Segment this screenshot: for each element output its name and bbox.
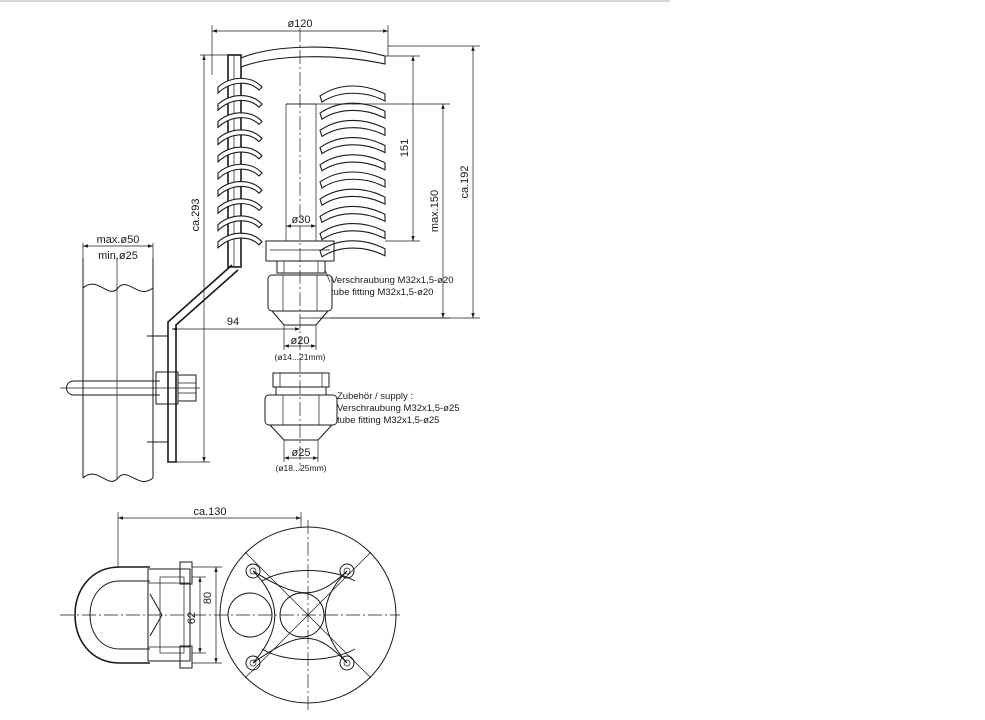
radiation-shield bbox=[217, 46, 386, 268]
fin-left bbox=[217, 215, 263, 232]
dim-ca192: ca.192 bbox=[330, 45, 480, 319]
fin-right bbox=[319, 223, 386, 241]
svg-text:ø30: ø30 bbox=[292, 214, 311, 226]
mounting-bar bbox=[227, 54, 242, 268]
fin-right bbox=[319, 240, 386, 258]
svg-text:62: 62 bbox=[186, 612, 198, 624]
svg-text:max.ø50: max.ø50 bbox=[97, 234, 140, 246]
fin-right bbox=[319, 205, 386, 224]
dim-80: 80 bbox=[192, 566, 222, 664]
svg-text:94: 94 bbox=[227, 316, 239, 328]
svg-text:ø120: ø120 bbox=[287, 18, 312, 30]
fin-right bbox=[319, 188, 386, 207]
fin-left bbox=[217, 77, 263, 95]
dim-dia20: ø20 (ø14...21mm) bbox=[274, 325, 326, 362]
fin-left bbox=[217, 181, 263, 198]
svg-text:Zubehör / supply :: Zubehör / supply : bbox=[337, 391, 413, 402]
dim-dia120: ø120 bbox=[211, 18, 389, 75]
svg-text:(ø18...25mm): (ø18...25mm) bbox=[275, 463, 326, 473]
fin-left bbox=[217, 95, 263, 112]
fin-right bbox=[319, 85, 386, 103]
dim-151: 151 bbox=[385, 55, 420, 242]
fin-right bbox=[319, 102, 386, 121]
dim-dia25: ø25 (ø18...25mm) bbox=[275, 440, 327, 473]
fin-left bbox=[217, 198, 263, 215]
svg-text:151: 151 bbox=[399, 139, 411, 157]
shield-top-cap bbox=[240, 46, 386, 68]
note-supply: Zubehör / supply : Verschraubung M32x1,5… bbox=[337, 391, 460, 426]
svg-text:(ø14...21mm): (ø14...21mm) bbox=[274, 352, 325, 362]
svg-text:min.ø25: min.ø25 bbox=[98, 250, 138, 262]
fin-right bbox=[319, 154, 386, 172]
svg-text:ca.130: ca.130 bbox=[193, 506, 226, 518]
svg-text:80: 80 bbox=[202, 592, 214, 604]
fin-left bbox=[217, 163, 263, 181]
dim-pipe-diameter: max.ø50 min.ø25 bbox=[82, 234, 154, 262]
dim-dia30: ø30 bbox=[286, 214, 316, 228]
mounting-bracket bbox=[147, 264, 239, 463]
note-fitting-20: Verschraubung M32x1,5-ø20 tube fitting M… bbox=[324, 269, 454, 298]
fins-left bbox=[217, 77, 263, 250]
svg-text:ø20: ø20 bbox=[291, 335, 310, 347]
svg-text:ca.192: ca.192 bbox=[459, 165, 471, 198]
dim-94: 94 bbox=[172, 316, 300, 331]
fin-right bbox=[319, 119, 386, 138]
fins-right bbox=[319, 85, 386, 258]
fin-left bbox=[217, 112, 263, 129]
svg-text:ca.293: ca.293 bbox=[190, 198, 202, 231]
svg-text:max.150: max.150 bbox=[429, 190, 441, 232]
mast-pipe bbox=[60, 258, 200, 482]
svg-text:ø25: ø25 bbox=[292, 447, 311, 459]
svg-text:tube fitting M32x1,5-ø25: tube fitting M32x1,5-ø25 bbox=[337, 415, 439, 426]
dim-62: 62 bbox=[186, 576, 206, 654]
dim-ca130: ca.130 bbox=[117, 506, 302, 567]
svg-text:tube fitting M32x1,5-ø20: tube fitting M32x1,5-ø20 bbox=[331, 287, 433, 298]
svg-text:Verschraubung M32x1,5-ø25: Verschraubung M32x1,5-ø25 bbox=[337, 403, 460, 414]
svg-text:Verschraubung M32x1,5-ø20: Verschraubung M32x1,5-ø20 bbox=[331, 275, 454, 286]
top-disc bbox=[219, 526, 397, 704]
dim-ca293: ca.293 bbox=[176, 54, 228, 463]
top-view bbox=[60, 520, 400, 712]
fin-right bbox=[319, 171, 386, 189]
fin-left bbox=[217, 129, 263, 146]
fin-left bbox=[217, 146, 263, 164]
fin-right bbox=[319, 137, 386, 155]
cable-gland-25 bbox=[264, 372, 338, 441]
fin-left bbox=[217, 232, 263, 250]
